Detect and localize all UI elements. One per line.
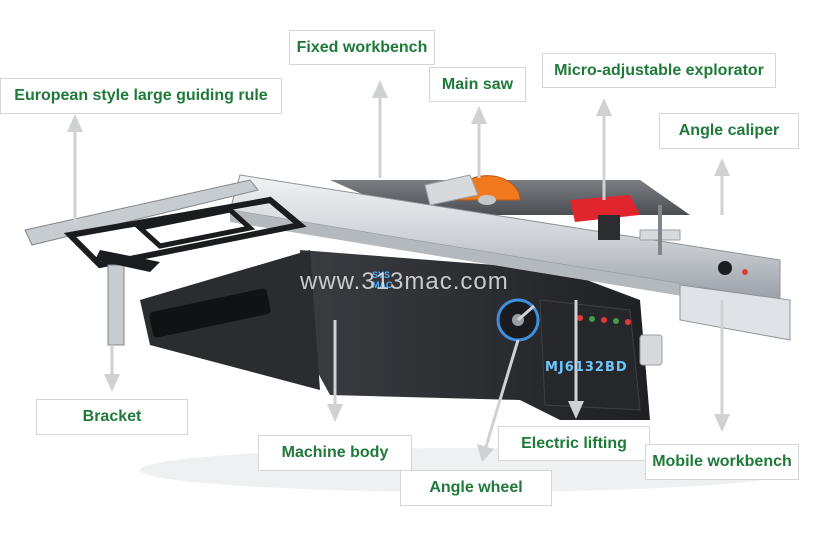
label-angle-caliper: Angle caliper xyxy=(659,113,799,149)
model-plate: MJ6132BD xyxy=(545,360,628,375)
label-fixed-workbench: Fixed workbench xyxy=(289,30,435,65)
lifting-handle xyxy=(639,334,663,366)
watermark-text: www.313mac.com xyxy=(300,268,509,295)
label-machine-body: Machine body xyxy=(258,435,412,471)
guiding-rule xyxy=(24,179,259,246)
bracket-foot xyxy=(95,250,160,272)
saw-guard xyxy=(424,174,479,206)
label-micro-adjustable-explorator: Micro-adjustable explorator xyxy=(542,53,776,88)
label-bracket: Bracket xyxy=(36,399,188,435)
label-angle-wheel: Angle wheel xyxy=(400,470,552,506)
label-european-guiding-rule: European style large guiding rule xyxy=(0,78,282,114)
label-electric-lifting: Electric lifting xyxy=(498,426,650,461)
angle-caliper xyxy=(639,205,748,275)
leader-arrows xyxy=(67,80,730,462)
control-panel xyxy=(539,299,641,411)
explorator-red-cover xyxy=(570,195,640,222)
label-mobile-workbench: Mobile workbench xyxy=(645,444,799,480)
control-buttons xyxy=(577,315,631,325)
mobile-workbench-front xyxy=(679,284,791,341)
bracket-slot xyxy=(149,288,271,338)
rule-frame xyxy=(63,196,307,269)
explorator-body xyxy=(598,215,620,240)
sliding-rail-front xyxy=(230,210,780,312)
angle-wheel xyxy=(496,298,540,342)
rule-frame-inner xyxy=(134,207,256,249)
label-main-saw: Main saw xyxy=(429,67,526,102)
bracket-arm xyxy=(107,264,125,346)
